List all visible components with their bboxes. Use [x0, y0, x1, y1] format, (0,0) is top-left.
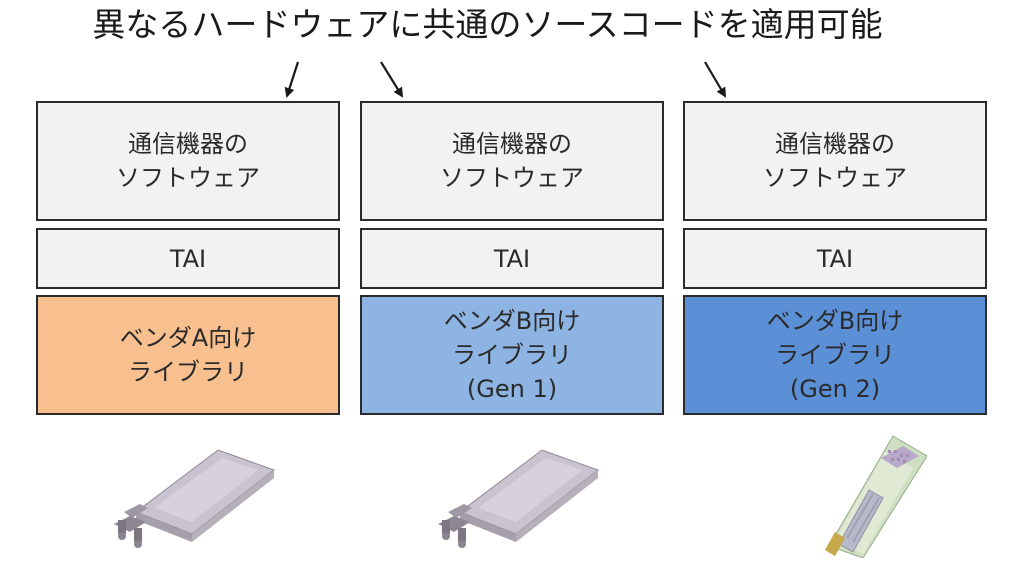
arrows: [284, 61, 727, 98]
transceiver-module-image: [114, 449, 276, 548]
arrow-middle: [380, 61, 404, 98]
library-box: ベンダA向け ライブラリ: [36, 295, 340, 415]
column-vendor-b-gen1: 通信機器の ソフトウェア TAI ベンダB向け ライブラリ (Gen 1): [360, 0, 664, 564]
tai-box: TAI: [36, 228, 340, 289]
library-box: ベンダB向け ライブラリ (Gen 2): [683, 295, 987, 415]
software-box: 通信機器の ソフトウェア: [683, 101, 987, 221]
headline: 異なるハードウェアに共通のソースコードを適用可能: [92, 5, 883, 44]
tai-box: TAI: [360, 228, 664, 289]
software-box: 通信機器の ソフトウェア: [360, 101, 664, 221]
software-box: 通信機器の ソフトウェア: [36, 101, 340, 221]
column-vendor-b-gen2: 通信機器の ソフトウェア TAI ベンダB向け ライブラリ (Gen 2): [683, 0, 987, 564]
tai-box: TAI: [683, 228, 987, 289]
library-box: ベンダB向け ライブラリ (Gen 1): [360, 295, 664, 415]
transceiver-module-image: [438, 449, 600, 548]
onboard-optics-board-image: [825, 435, 927, 558]
arrow-left: [284, 61, 300, 98]
arrow-right: [704, 61, 727, 98]
column-vendor-a: 通信機器の ソフトウェア TAI ベンダA向け ライブラリ: [36, 0, 340, 564]
